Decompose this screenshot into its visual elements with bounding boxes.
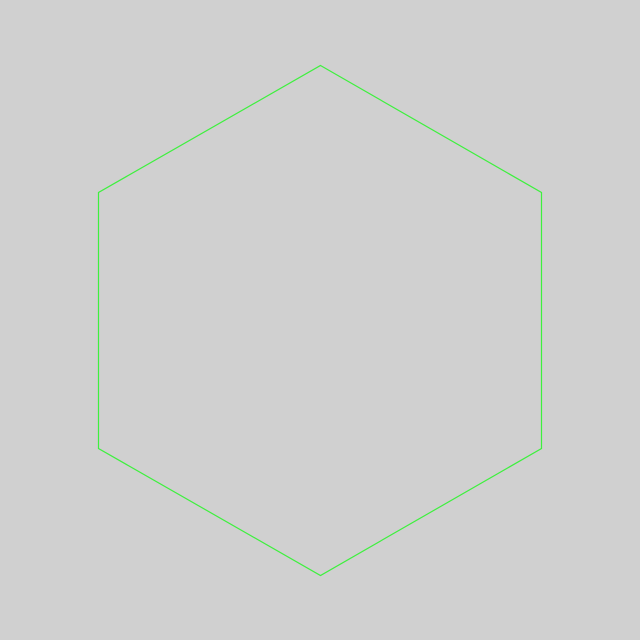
- hexagon-outline: [97, 64, 543, 577]
